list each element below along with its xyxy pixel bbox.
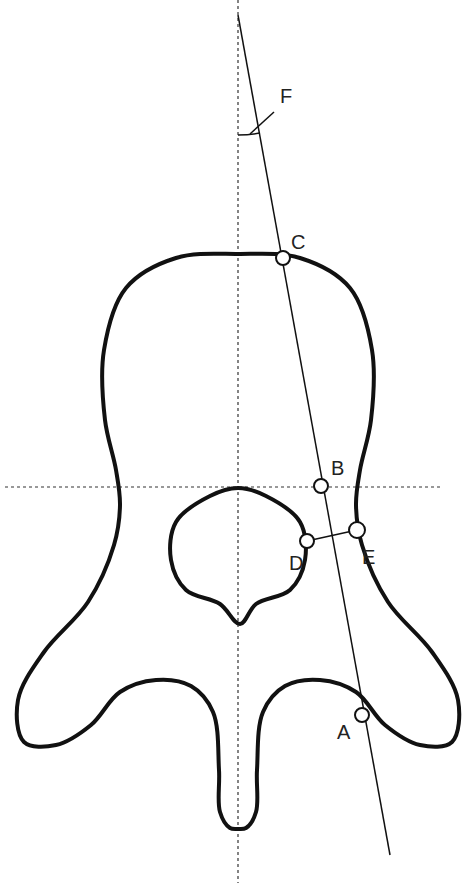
point-label: C: [291, 232, 305, 252]
point-label: A: [337, 722, 350, 742]
point-label: E: [362, 547, 375, 567]
point-marker: [314, 479, 328, 493]
point-marker: [276, 251, 290, 265]
point-label: B: [331, 458, 344, 478]
midline: [237, 0, 238, 883]
point-label: D: [289, 553, 303, 573]
vertebra-outline: [17, 254, 459, 829]
point-marker: [349, 522, 365, 538]
point-marker: [355, 708, 369, 722]
point-marker: [300, 534, 314, 548]
point-label: F: [280, 86, 292, 106]
horizontal-reference: [5, 486, 442, 487]
spinal-canal: [170, 488, 306, 624]
screw-trajectory: [238, 15, 390, 855]
leader-line: [250, 112, 274, 134]
angle-arc: [238, 133, 259, 135]
